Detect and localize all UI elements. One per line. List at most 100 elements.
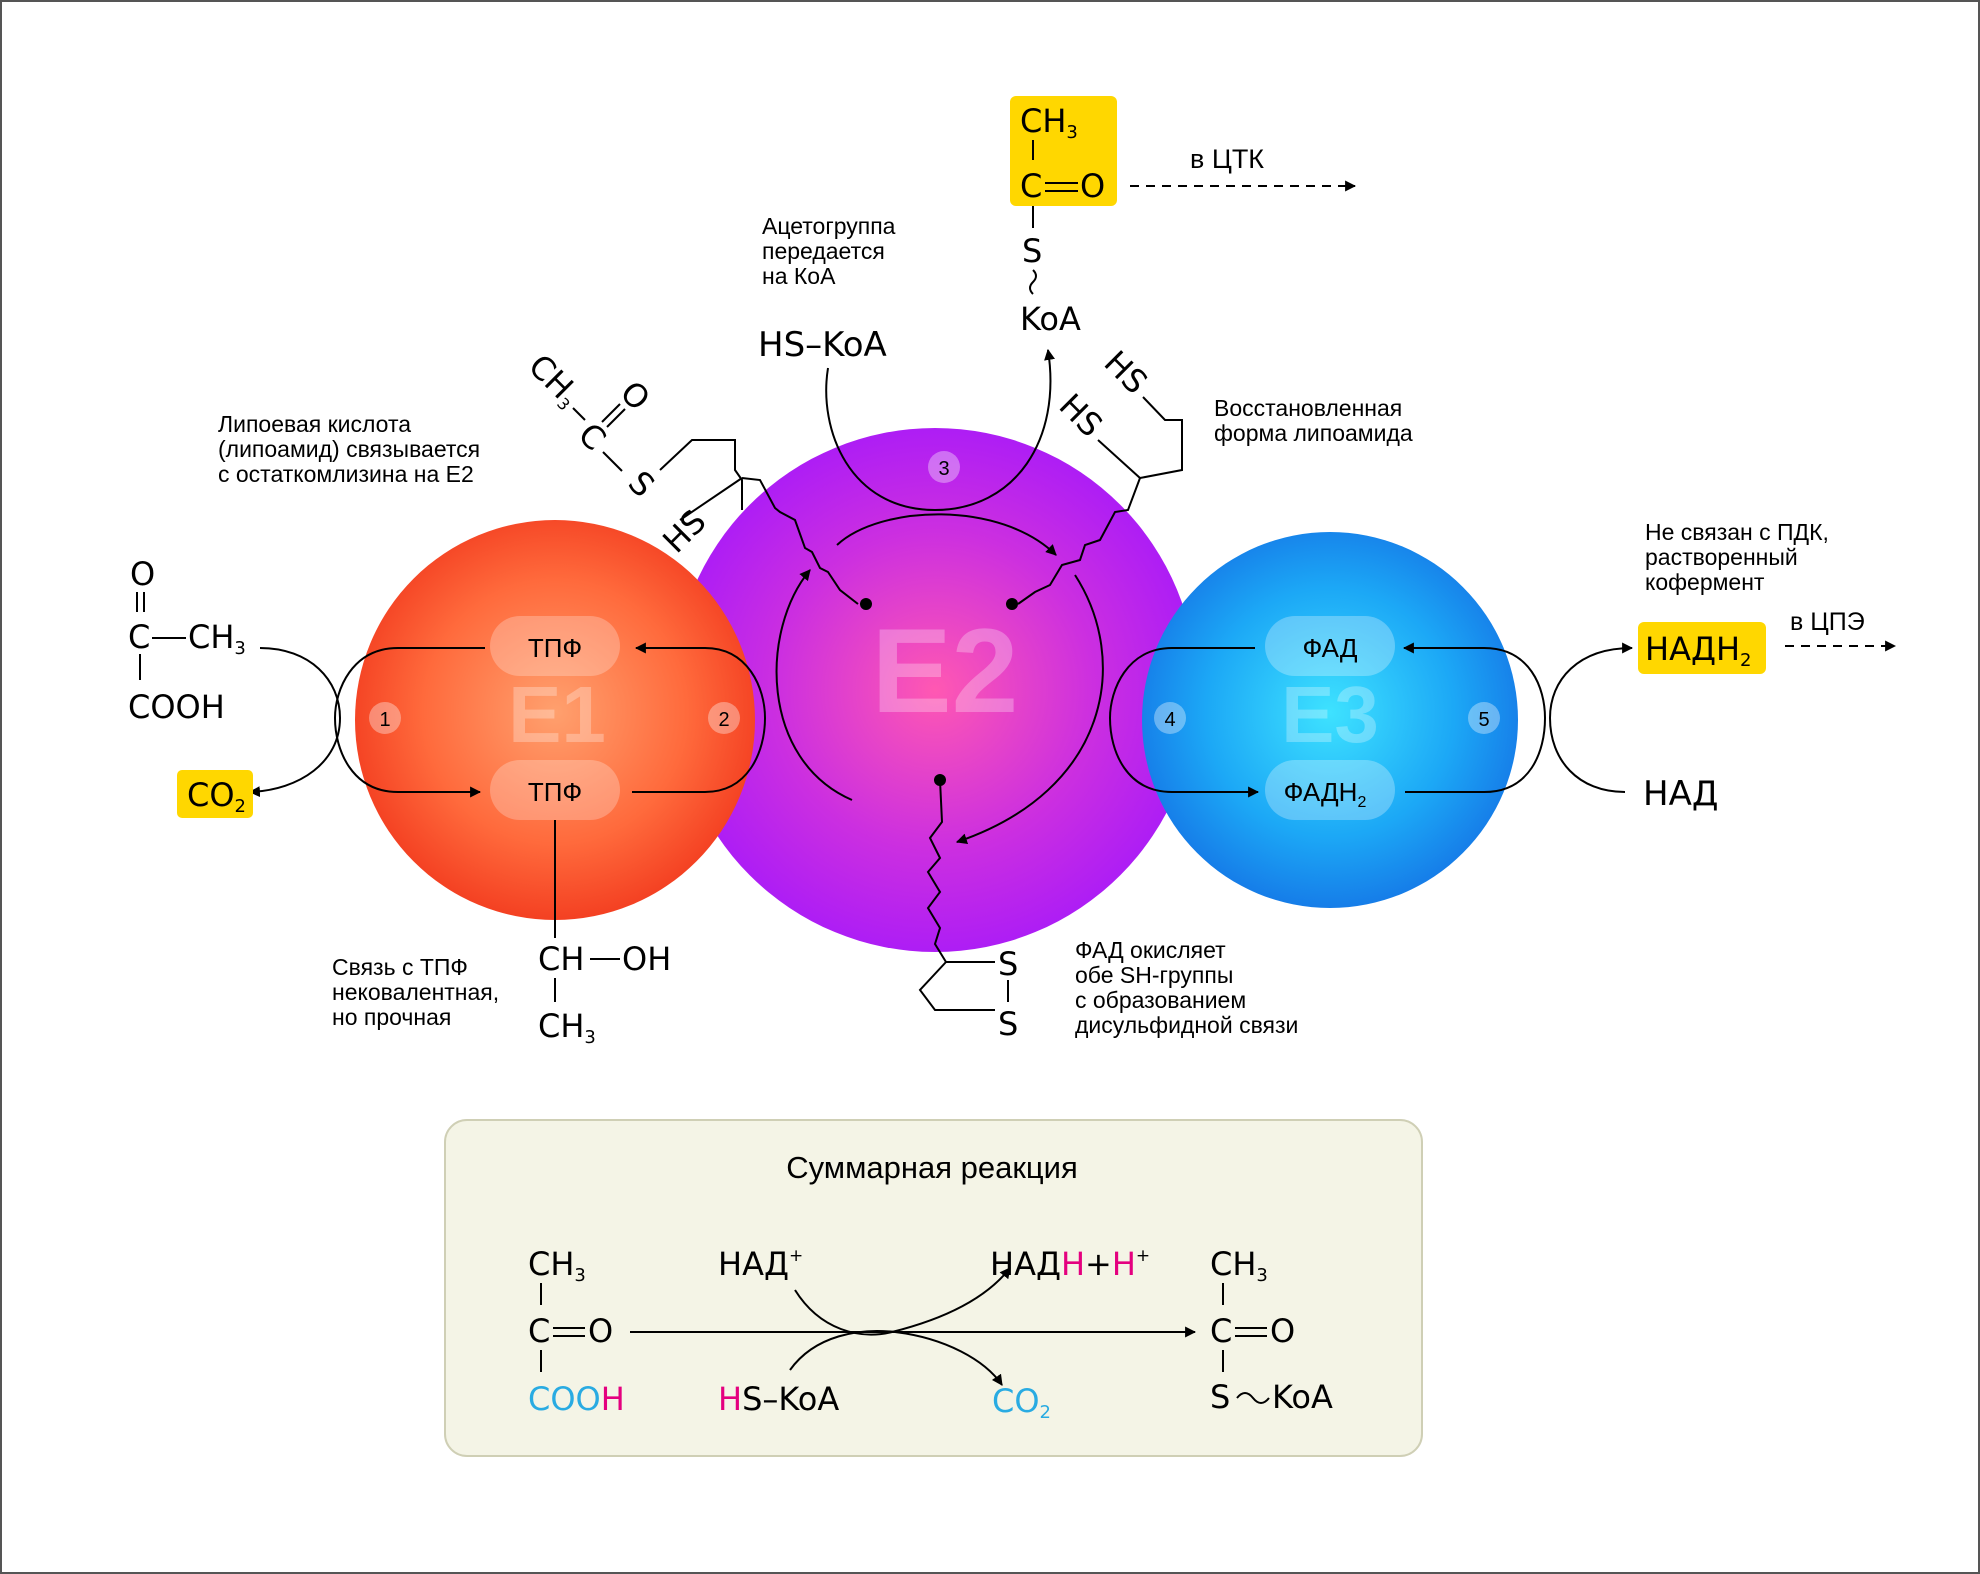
pyruvate-arrow — [248, 647, 342, 798]
acetyl-highlight — [1010, 96, 1117, 206]
svg-text:S: S — [998, 945, 1018, 983]
svg-text:форма липоамида: форма липоамида — [1214, 420, 1413, 446]
svg-text:C: C — [571, 415, 614, 458]
svg-text:передается: передается — [762, 238, 885, 264]
tpp-top-label: ТПФ — [528, 633, 582, 663]
co2-highlight — [177, 770, 253, 818]
svg-text:O: O — [1270, 1312, 1295, 1350]
svg-text:но прочная: но прочная — [332, 1004, 451, 1030]
e2-cycle-arrows — [775, 513, 1104, 845]
svg-text:S: S — [1022, 232, 1042, 270]
nad-label: НАД — [1643, 774, 1718, 814]
svg-text:S: S — [998, 1005, 1018, 1043]
fad-pill — [1265, 616, 1395, 676]
nadh2-label: НАДН2 — [1645, 630, 1751, 671]
pyruvate-structure: O C CH3 COOH — [128, 555, 246, 726]
svg-text:Ацетогруппа: Ацетогруппа — [762, 213, 896, 239]
step-1-marker: 1 — [369, 702, 401, 734]
acetyl-transfer-note: Ацетогруппа передается на КоА — [762, 213, 896, 289]
svg-text:4: 4 — [1164, 709, 1175, 731]
svg-text:дисульфидной связи: дисульфидной связи — [1075, 1012, 1298, 1038]
reduced-lipoamide-note: Восстановленная форма липоамида — [1214, 395, 1413, 446]
hs-koa-label: HS–KoA — [758, 325, 887, 365]
summary-substrate: CH3 C O COOH — [528, 1245, 625, 1418]
svg-text:CH3: CH3 — [1210, 1245, 1268, 1286]
e2-sphere — [673, 428, 1197, 952]
lipoic-note: Липоевая кислота (липоамид) связывается … — [218, 411, 480, 487]
e1-sphere — [355, 520, 755, 920]
svg-text:O: O — [613, 373, 658, 418]
svg-text:O: O — [588, 1312, 613, 1350]
step-5-marker: 5 — [1468, 702, 1500, 734]
svg-text:HS: HS — [1097, 343, 1155, 401]
svg-text:Восстановленная: Восстановленная — [1214, 395, 1402, 421]
to-tca-label: в ЦТК — [1190, 144, 1264, 174]
svg-text:нековалентная,: нековалентная, — [332, 979, 499, 1005]
tpp-bottom-pill — [490, 760, 620, 820]
e2-label: E2 — [872, 604, 1019, 738]
svg-text:OH: OH — [622, 940, 671, 978]
svg-text:5: 5 — [1478, 709, 1489, 731]
e3-arrows — [1108, 642, 1634, 798]
coa-transfer-arrow — [825, 348, 1055, 512]
svg-text:C: C — [1020, 167, 1042, 205]
svg-text:O: O — [130, 555, 155, 593]
svg-text:ФАД окисляет: ФАД окисляет — [1075, 937, 1226, 963]
step-2-marker: 2 — [708, 702, 740, 734]
svg-text:обе SH-группы: обе SH-группы — [1075, 962, 1233, 988]
svg-text:CH3: CH3 — [538, 1007, 596, 1048]
svg-text:COOH: COOH — [528, 1380, 625, 1418]
svg-text:O: O — [1080, 167, 1105, 205]
co2-label: CO2 — [187, 776, 246, 817]
svg-text:C: C — [1210, 1312, 1232, 1350]
svg-text:CH3: CH3 — [1020, 102, 1078, 143]
svg-text:HS: HS — [655, 502, 713, 560]
svg-text:Не связан с ПДК,: Не связан с ПДК, — [1645, 519, 1829, 545]
e3-label: E3 — [1281, 670, 1379, 759]
summary-panel — [444, 1119, 1423, 1457]
summary-coa-arrow — [789, 1329, 1003, 1386]
step-4-marker: 4 — [1154, 702, 1186, 734]
summary-co2: CO2 — [992, 1382, 1051, 1423]
acetyl-coa-structure: CH3 C O S KoA — [1020, 102, 1105, 338]
svg-text:S: S — [1210, 1378, 1230, 1416]
oxidized-lipoamide-structure: S S — [918, 774, 1018, 1043]
svg-text:CH3: CH3 — [520, 347, 588, 415]
summary-nadh: НАДH+H+ — [990, 1245, 1150, 1283]
svg-text:C: C — [528, 1312, 550, 1350]
fadh2-label: ФАДН2 — [1284, 777, 1367, 811]
svg-text:(липоамид) связывается: (липоамид) связывается — [218, 436, 480, 462]
svg-text:3: 3 — [938, 458, 949, 480]
summary-hs-coa: HS–KoA — [718, 1380, 839, 1418]
svg-text:S: S — [621, 463, 662, 504]
svg-text:KoA: KoA — [1272, 1378, 1333, 1416]
fad-oxidation-note: ФАД окисляет обе SH-группы с образование… — [1075, 937, 1298, 1038]
svg-text:KoA: KoA — [1020, 300, 1081, 338]
hydroxyethyl-structure: CH OH CH3 — [538, 820, 671, 1048]
svg-text:растворенный: растворенный — [1645, 544, 1798, 570]
svg-text:Липоевая кислота: Липоевая кислота — [218, 411, 411, 437]
e3-sphere — [1142, 532, 1518, 908]
svg-text:кофермент: кофермент — [1645, 569, 1765, 595]
e1-arrows — [333, 642, 767, 798]
svg-text:2: 2 — [718, 709, 729, 731]
svg-text:HS: HS — [1052, 386, 1110, 444]
fadh2-pill — [1265, 760, 1395, 820]
svg-text:COOH: COOH — [128, 688, 225, 726]
tpp-top-pill — [490, 616, 620, 676]
svg-text:Связь с ТПФ: Связь с ТПФ — [332, 954, 468, 980]
svg-text:C: C — [128, 618, 150, 656]
svg-text:1: 1 — [379, 709, 390, 731]
svg-text:CH3: CH3 — [188, 618, 246, 659]
step-3-marker: 3 — [928, 451, 960, 483]
summary-nad: НАД+ — [718, 1245, 803, 1283]
svg-text:CH: CH — [538, 940, 584, 978]
svg-text:с остаткомлизина на Е2: с остаткомлизина на Е2 — [218, 461, 474, 487]
fad-label: ФАД — [1302, 633, 1357, 663]
svg-text:на КоА: на КоА — [762, 263, 836, 289]
tpp-bottom-label: ТПФ — [528, 777, 582, 807]
to-etc-label: в ЦПЭ — [1790, 608, 1865, 636]
